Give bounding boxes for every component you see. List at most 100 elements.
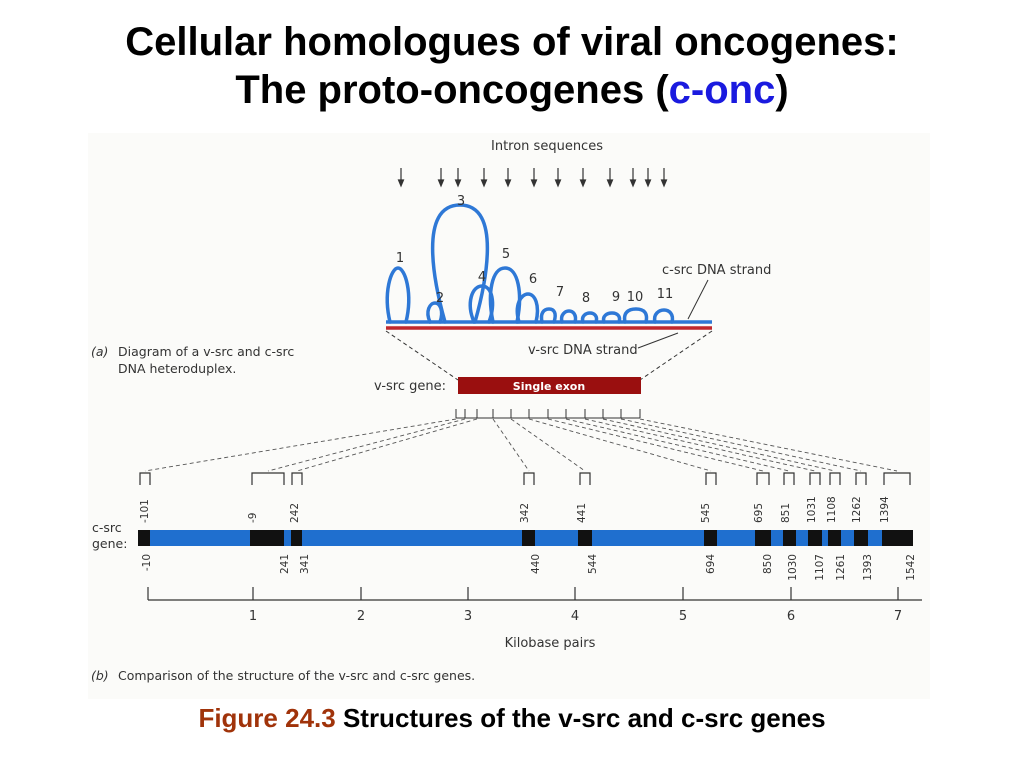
fan-line-12: [639, 418, 898, 472]
intron-arrows: [397, 168, 668, 188]
top-position-label-4: 342: [519, 503, 531, 523]
exon-bracket-8: [783, 472, 795, 485]
bottom-position-label-9: 1107: [814, 554, 826, 581]
exon-bracket-12: [883, 472, 911, 485]
c-onc-highlight: c-onc: [668, 68, 776, 112]
fan-line-1: [144, 418, 457, 472]
c-src-strand-label: c-src DNA strand: [662, 263, 771, 278]
fan-line-4: [492, 418, 530, 472]
loop-6: [515, 292, 540, 324]
exon-block-4: [522, 530, 535, 546]
exon-block-8: [783, 530, 796, 546]
loop-5: [488, 266, 522, 324]
kilobase-tick-label-6: 6: [787, 609, 795, 624]
intron-arrowhead-12: [660, 179, 668, 188]
exon-bracket-6: [705, 472, 717, 485]
bottom-position-label-5: 544: [587, 554, 599, 574]
kilobase-axis-label: Kilobase pairs: [505, 636, 596, 651]
exon-block-5: [578, 530, 592, 546]
slide-title: Cellular homologues of viral oncogenes: …: [0, 18, 1024, 114]
loop-number-9: 9: [612, 290, 620, 305]
intron-arrowhead-8: [579, 179, 587, 188]
loop-number-10: 10: [627, 290, 644, 305]
bottom-position-label-4: 440: [530, 554, 542, 574]
exon-block-7: [755, 530, 771, 546]
exon-bracket-3: [291, 472, 303, 485]
bottom-position-label-10: 1261: [835, 554, 847, 581]
top-position-label-6: 545: [700, 503, 712, 523]
loop-number-6: 6: [529, 272, 537, 287]
fan-line-9: [584, 418, 816, 472]
figure-number: Figure 24.3: [198, 703, 336, 733]
exon-bracket-11: [855, 472, 867, 485]
intron-arrowhead-9: [606, 179, 614, 188]
exon-block-10: [828, 530, 841, 546]
loop-7: [539, 307, 557, 324]
title-line-2: The proto-oncogenes (c-onc): [0, 66, 1024, 114]
heteroduplex-loops: [385, 203, 675, 324]
top-position-label-8: 851: [780, 503, 792, 523]
fan-line-7: [547, 418, 764, 472]
fan-line-3: [296, 418, 478, 472]
kilobase-tick-label-4: 4: [571, 609, 579, 624]
loop-8: [559, 309, 578, 324]
bottom-position-label-3: 341: [299, 554, 311, 574]
c-src-gene-label-line-1: c-src: [92, 520, 122, 535]
title-line-2-prefix: The proto-oncogenes (: [235, 68, 669, 112]
title-line-1: Cellular homologues of viral oncogenes:: [125, 20, 899, 64]
intron-arrowhead-5: [504, 179, 512, 188]
intron-arrowhead-4: [480, 179, 488, 188]
exon-bracket-5: [579, 472, 591, 485]
intron-sequences-label: Intron sequences: [491, 139, 603, 154]
part-a-marker: (a): [91, 344, 108, 359]
c-src-strand-pointer: [687, 279, 709, 320]
part-a-caption-line-2: DNA heteroduplex.: [118, 361, 236, 376]
part-b-caption: Comparison of the structure of the v-src…: [118, 668, 475, 683]
projection-line-left: [385, 330, 459, 381]
fan-line-2: [267, 418, 466, 472]
loop-number-4: 4: [478, 270, 486, 285]
v-src-strand-label: v-src DNA strand: [528, 343, 638, 358]
kilobase-tick-label-7: 7: [894, 609, 902, 624]
loop-number-2: 2: [436, 291, 444, 306]
loop-number-11: 11: [657, 287, 674, 302]
c-src-exon-blocks: [138, 530, 913, 546]
fan-line-5: [510, 418, 586, 472]
exon-block-11: [854, 530, 868, 546]
single-exon-box: [458, 377, 641, 394]
top-position-label-11: 1262: [851, 496, 863, 523]
bottom-position-label-6: 694: [705, 554, 717, 574]
kilobase-tick-label-1: 1: [249, 609, 257, 624]
loop-number-7: 7: [556, 285, 564, 300]
top-position-label-5: 441: [576, 503, 588, 523]
fan-line-10: [602, 418, 836, 472]
single-exon-label: Single exon: [513, 380, 585, 393]
v-src-strand-pointer: [637, 332, 679, 349]
exon-block-12: [882, 530, 913, 546]
exon-fan-lines: [144, 418, 898, 472]
exon-brackets: [139, 472, 911, 485]
figure-caption: Figure 24.3 Structures of the v-src and …: [0, 703, 1024, 734]
top-position-label-2: -9: [247, 513, 259, 523]
intron-arrowhead-6: [530, 179, 538, 188]
top-position-label-12: 1394: [879, 496, 891, 523]
kilobase-tick-label-5: 5: [679, 609, 687, 624]
intron-arrowhead-11: [644, 179, 652, 188]
loop-3: [430, 203, 490, 324]
bottom-position-label-1: -10: [141, 554, 153, 571]
bottom-position-label-8: 1030: [787, 554, 799, 581]
bottom-position-label-12: 1542: [905, 554, 917, 581]
src-gene-diagram: Intron sequences: [91, 139, 922, 683]
kilobase-tick-label-3: 3: [464, 609, 472, 624]
exon-bracket-7: [756, 472, 770, 485]
intron-arrowhead-2: [437, 179, 445, 188]
loop-12: [652, 308, 675, 324]
figure-panel: Intron sequences: [88, 133, 930, 699]
v-src-gene-label: v-src gene:: [374, 379, 446, 394]
top-position-label-9: 1031: [806, 496, 818, 523]
bottom-position-label-2: 241: [279, 554, 291, 574]
top-position-label-1: -101: [139, 499, 151, 523]
